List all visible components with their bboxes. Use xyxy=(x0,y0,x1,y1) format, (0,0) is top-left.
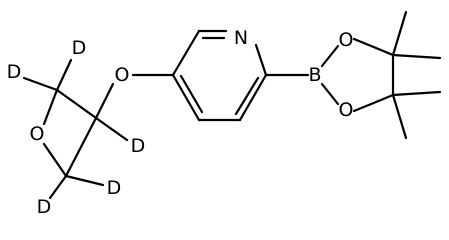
bond-c5-c6-double xyxy=(234,76,260,116)
bond-n-c5 xyxy=(254,43,268,77)
atom-label-boron: B xyxy=(308,64,321,86)
bond-c5-c6 xyxy=(238,73,268,122)
bond-methyl-2 xyxy=(391,53,442,60)
bond-methyl-1 xyxy=(391,10,408,57)
chemical-structure: N B O O O O D D D D D xyxy=(7,10,442,218)
bond-oxetane-o-c4 xyxy=(42,142,68,178)
bond-c1-c2-double xyxy=(179,74,204,114)
deuterium-label: D xyxy=(131,135,146,157)
bond-o-bottom-c xyxy=(352,93,395,113)
deuterium-label: D xyxy=(107,177,122,199)
atom-label-ether-oxygen: O xyxy=(115,64,130,86)
bond-oxetane-c3-c2 xyxy=(55,88,98,120)
bond-b-o-top xyxy=(320,44,340,68)
bond-o-c-oxetane xyxy=(94,82,115,120)
bond-c4-d-right xyxy=(64,174,105,187)
bonds xyxy=(22,10,442,200)
atom-label-boronate-oxygen-bottom: O xyxy=(339,99,354,121)
bond-c2-d-left xyxy=(22,76,59,92)
atom-label-oxetane-oxygen: O xyxy=(30,123,45,145)
bond-methyl-4 xyxy=(391,93,408,140)
atom-labels: N B O O O O D D D D D xyxy=(7,27,354,218)
bond-methyl-3 xyxy=(391,90,442,97)
deuterium-label: D xyxy=(37,196,52,218)
bond-c3-c4 xyxy=(171,29,201,77)
atom-label-boronate-oxygen-top: O xyxy=(339,29,354,51)
bond-oxetane-c4-c3 xyxy=(64,116,98,178)
bond-c4-d-bottom xyxy=(48,174,68,200)
deuterium-label: D xyxy=(72,37,87,59)
deuterium-label: D xyxy=(7,61,22,83)
bond-c2-d-top xyxy=(55,58,73,92)
bond-oxetane-c2-o xyxy=(42,88,59,126)
bond-c1-c2 xyxy=(171,73,201,122)
bond-o-top-c xyxy=(352,37,395,57)
bond-c3-d xyxy=(94,116,129,142)
atom-label-nitrogen: N xyxy=(234,27,248,49)
bond-b-o-bottom xyxy=(320,82,340,106)
